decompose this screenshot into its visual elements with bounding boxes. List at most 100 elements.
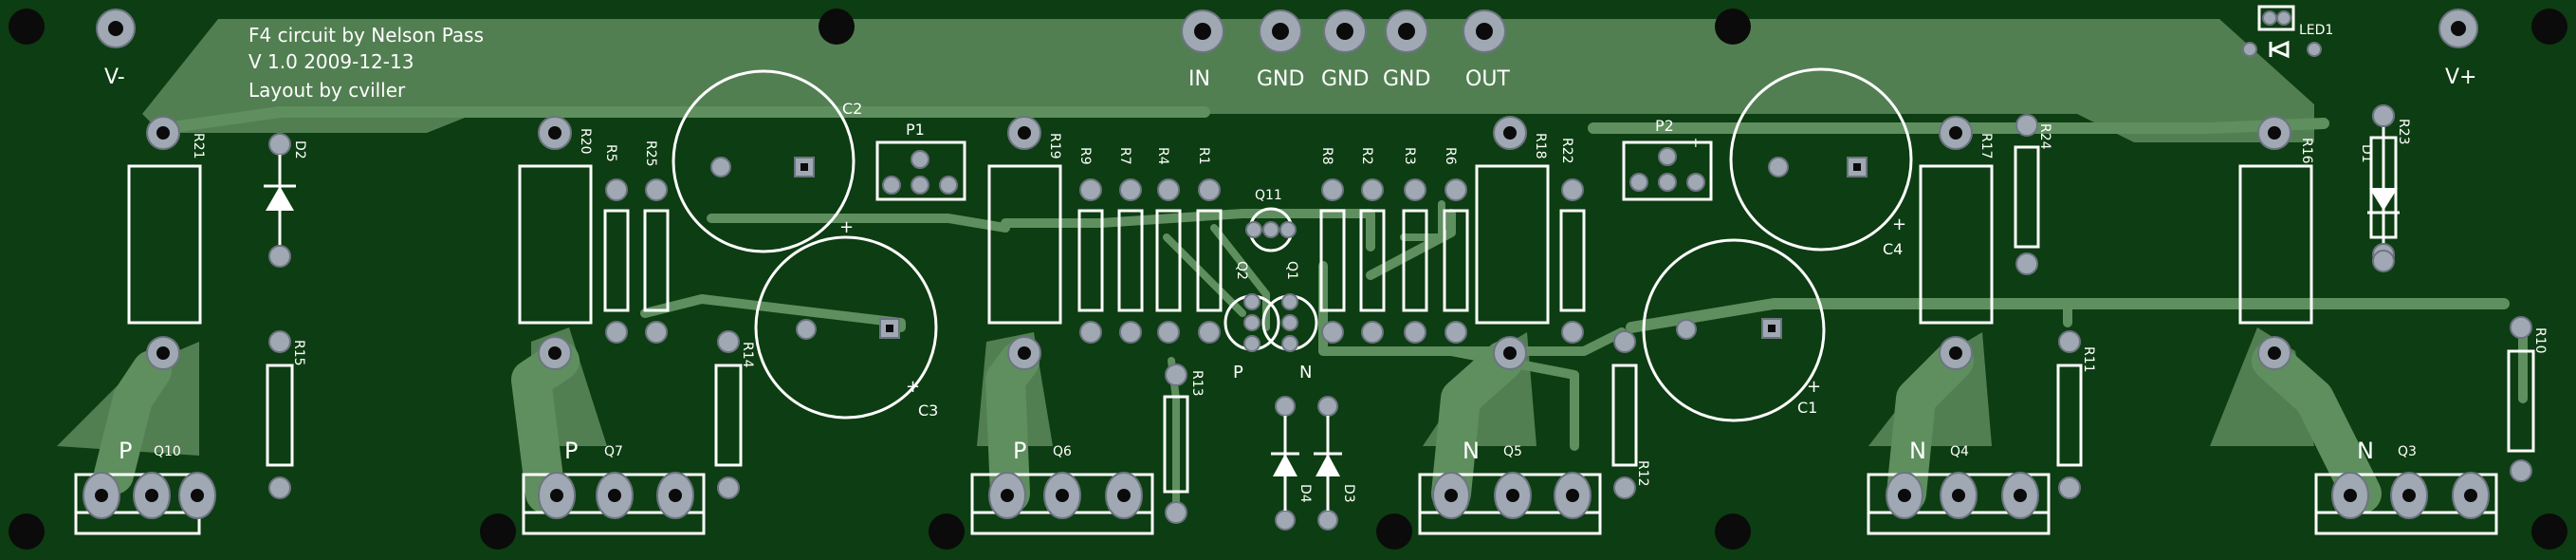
diode-d4: D4	[1271, 396, 1313, 531]
connector-vminus-label: V-	[104, 65, 125, 89]
small-resistors: R15 R14 R5 R25 R9 R7	[266, 104, 2548, 524]
c3-label: C3	[918, 401, 938, 420]
r21-label: R21	[191, 133, 206, 159]
r3-label: R3	[1402, 147, 1417, 165]
transistor-q10: P Q10	[74, 438, 216, 535]
resistor-r16: R16	[2238, 116, 2314, 370]
resistor-r2: R2	[1359, 147, 1386, 344]
connector-vplus-label: V+	[2445, 65, 2476, 89]
mounting-hole	[929, 513, 965, 550]
r6-label: R6	[1443, 147, 1458, 165]
connector-gnd-1[interactable]: GND	[1257, 9, 1304, 91]
resistor-r18: R18	[1475, 116, 1550, 370]
mounting-hole	[1715, 9, 1751, 45]
trimpot-p2: P2 +	[1622, 117, 1713, 201]
c2-label: C2	[842, 100, 862, 118]
d3-label: D3	[1341, 484, 1356, 503]
c1-plus: +	[1807, 377, 1821, 397]
r24-label: R24	[2037, 123, 2052, 150]
resistor-r14: R14	[714, 330, 755, 499]
transistor-q5: N Q5	[1418, 438, 1602, 535]
mounting-holes	[9, 9, 2567, 550]
led1: LED1	[2242, 5, 2333, 59]
q3-n-label: N	[2357, 438, 2374, 464]
connector-gnd-2[interactable]: GND	[1321, 9, 1369, 91]
r15-label: R15	[291, 340, 306, 366]
capacitor-c4: C4 +	[1729, 67, 1913, 258]
c4-plus: +	[1892, 215, 1906, 234]
diode-d2: D2	[264, 133, 307, 268]
c3-plus: +	[906, 377, 920, 397]
r19-label: R19	[1047, 133, 1062, 159]
q5-n-label: N	[1463, 438, 1480, 464]
trimpot-p1: P1	[875, 121, 966, 201]
r8-label: R8	[1319, 147, 1334, 165]
resistor-r8: R8	[1319, 147, 1346, 344]
resistor-r23: R23	[2369, 104, 2411, 272]
transistor-q1: Q1 N	[1261, 261, 1318, 383]
mounting-hole	[480, 513, 516, 550]
connector-in-label: IN	[1188, 67, 1210, 91]
resistor-r22: R22	[1559, 138, 1586, 344]
connector-vplus[interactable]: V+	[2438, 9, 2478, 89]
capacitor-c1: C1 +	[1642, 238, 1826, 422]
connector-out[interactable]: OUT	[1463, 9, 1510, 91]
r17-label: R17	[1978, 133, 1994, 159]
q6-label: Q6	[1053, 444, 1072, 459]
resistor-r20: R20	[518, 116, 593, 370]
resistor-r5: R5	[603, 144, 630, 344]
resistor-r6: R6	[1443, 147, 1469, 344]
resistor-r15: R15	[266, 330, 306, 499]
r9-label: R9	[1077, 147, 1093, 165]
r23-label: R23	[2396, 119, 2411, 145]
transistor-q2: Q2 P	[1224, 261, 1280, 383]
q2-p-label: P	[1233, 363, 1243, 383]
connector-gnd-2-label: GND	[1321, 67, 1369, 91]
mounting-hole	[9, 513, 45, 550]
title-line-1: F4 circuit by Nelson Pass	[248, 24, 484, 47]
resistor-r1: R1	[1196, 147, 1223, 344]
resistor-r3: R3	[1402, 147, 1428, 344]
c4-label: C4	[1883, 240, 1903, 258]
q7-label: Q7	[604, 444, 623, 459]
connector-gnd-3[interactable]: GND	[1383, 9, 1430, 91]
r5-label: R5	[603, 144, 618, 162]
resistor-r19: R19	[987, 116, 1062, 370]
connector-gnd-3-label: GND	[1383, 67, 1430, 91]
resistor-r11: R11	[2056, 330, 2096, 499]
r25-label: R25	[643, 140, 658, 167]
q1-n-label: N	[1299, 363, 1312, 383]
q6-p-label: P	[1013, 438, 1026, 464]
connector-in[interactable]: IN	[1181, 9, 1224, 91]
r22-label: R22	[1559, 138, 1574, 164]
r11-label: R11	[2081, 346, 2096, 373]
capacitor-c3: C3 +	[754, 235, 938, 420]
c2-plus: +	[839, 217, 854, 237]
p2-plus: +	[1690, 136, 1702, 151]
resistor-r12: R12	[1611, 330, 1650, 499]
led1-label: LED1	[2299, 23, 2333, 38]
resistor-r24: R24	[2014, 114, 2052, 275]
transistor-q6: P Q6	[970, 438, 1154, 535]
q11-label: Q11	[1255, 188, 1282, 203]
r20-label: R20	[578, 128, 593, 155]
transistor-q4: N Q4	[1867, 438, 2051, 535]
transistor-q3: N Q3	[2314, 438, 2498, 535]
r16-label: R16	[2299, 138, 2314, 164]
r18-label: R18	[1533, 133, 1548, 159]
r10-label: R10	[2532, 327, 2548, 354]
q3-label: Q3	[2398, 444, 2417, 459]
c1-label: C1	[1797, 399, 1817, 417]
transistor-q7: P Q7	[522, 438, 706, 535]
mounting-hole	[1376, 513, 1412, 550]
r13-label: R13	[1189, 370, 1205, 397]
q2-label: Q2	[1234, 261, 1249, 280]
connector-vminus[interactable]: V-	[96, 9, 136, 89]
p2-label: P2	[1655, 117, 1674, 135]
mounting-hole	[819, 9, 855, 45]
r14-label: R14	[740, 342, 755, 368]
transistor-q11: Q11	[1245, 188, 1297, 252]
title-line-3: Layout by cviller	[248, 79, 406, 102]
mounting-hole	[2531, 513, 2567, 550]
r7-label: R7	[1117, 147, 1132, 165]
